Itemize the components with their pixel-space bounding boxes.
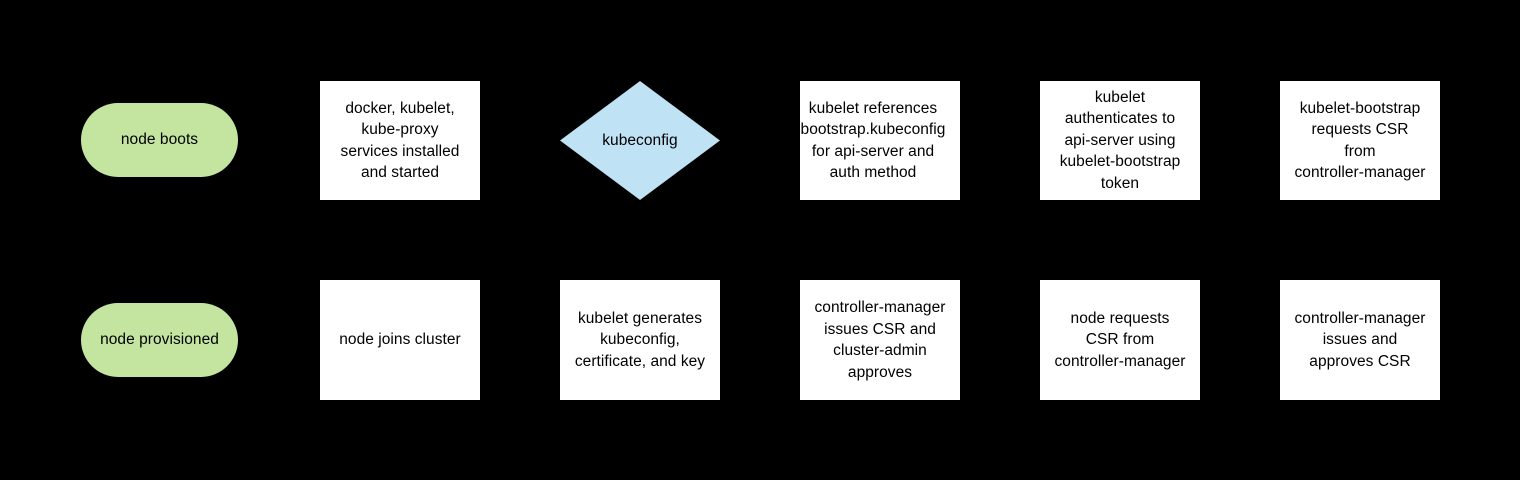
flow-node-node-requests-csr[interactable]: node requests CSR from controller-manage… — [1040, 280, 1200, 400]
flow-node-label: controller-manager issues CSR and cluste… — [814, 299, 946, 381]
flow-node-controller-manager-approves-csr[interactable]: controller-manager issues and approves C… — [1280, 280, 1440, 400]
flow-node-label: controller-manager issues and approves C… — [1294, 309, 1426, 370]
flow-node-label: docker, kubelet, kube-proxy services ins… — [340, 99, 460, 182]
flow-node-label: kubelet generates kubeconfig, certificat… — [574, 309, 706, 370]
flow-node-label: kubeconfig — [602, 131, 678, 149]
flow-node-label: node provisioned — [100, 331, 219, 349]
flow-node-services-installed[interactable]: docker, kubelet, kube-proxy services ins… — [320, 81, 480, 200]
flow-node-label: kubelet authenticates to api-server usin… — [1059, 88, 1181, 192]
flow-node-kubeconfig-decision[interactable]: kubeconfig — [560, 81, 720, 200]
diamond-shape-icon — [560, 81, 720, 200]
flow-node-controller-manager-issues-csr[interactable]: controller-manager issues CSR and cluste… — [800, 280, 960, 400]
flow-node-kubelet-references-bootstrap[interactable]: kubelet references bootstrap.kubeconfig … — [800, 81, 960, 200]
flow-node-node-joins-cluster[interactable]: node joins cluster — [320, 280, 480, 400]
flow-node-label: kubelet references bootstrap.kubeconfig … — [800, 99, 946, 182]
flow-node-label: node requests CSR from controller-manage… — [1054, 309, 1186, 370]
flow-node-label: node boots — [120, 131, 199, 149]
flow-node-label: kubelet-bootstrap requests CSR from cont… — [1294, 99, 1426, 182]
flow-node-label: node joins cluster — [339, 331, 461, 349]
flow-node-kubelet-generates-kubeconfig[interactable]: kubelet generates kubeconfig, certificat… — [560, 280, 720, 400]
flow-node-kubelet-authenticates[interactable]: kubelet authenticates to api-server usin… — [1040, 81, 1200, 200]
flow-node-node-boots[interactable]: node boots — [81, 103, 238, 177]
flow-node-kubelet-bootstrap-requests-csr[interactable]: kubelet-bootstrap requests CSR from cont… — [1280, 81, 1440, 200]
flow-node-node-provisioned[interactable]: node provisioned — [81, 303, 238, 377]
